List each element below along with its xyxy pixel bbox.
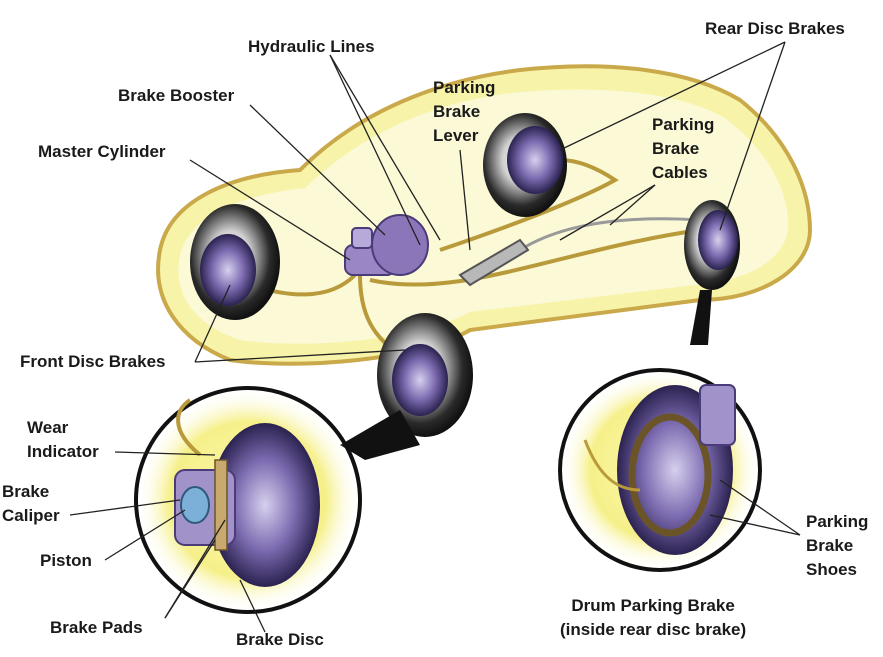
label-brake-disc: Brake Disc bbox=[236, 630, 324, 649]
rear-detail-connector bbox=[690, 290, 712, 345]
label-piston: Piston bbox=[40, 551, 92, 570]
parking-brake-lever bbox=[458, 238, 530, 287]
detail-brake-pad bbox=[214, 459, 228, 551]
label-parking-brake-shoes: Parking Brake Shoes bbox=[806, 512, 869, 579]
hydraulic-line-rear-upper bbox=[439, 158, 619, 252]
label-brake-booster: Brake Booster bbox=[118, 86, 235, 105]
detail-wear-indicator-wire bbox=[176, 398, 202, 457]
front-right-disc bbox=[392, 344, 448, 416]
reservoir bbox=[351, 227, 373, 249]
drum-caliper bbox=[699, 384, 736, 446]
label-hydraulic-lines: Hydraulic Lines bbox=[248, 37, 375, 56]
label-parking-brake-lever: Parking Brake Lever bbox=[433, 78, 496, 145]
car-body-inner bbox=[178, 89, 789, 344]
label-parking-brake-cables: Parking Brake Cables bbox=[652, 115, 715, 182]
leader-lines bbox=[69, 41, 801, 633]
label-wear-indicator: Wear Indicator bbox=[27, 418, 99, 461]
rear-right-disc bbox=[698, 210, 738, 270]
label-master-cylinder: Master Cylinder bbox=[38, 142, 166, 161]
front-left-disc bbox=[200, 234, 256, 306]
drum-cable bbox=[583, 439, 641, 492]
drum-shoes bbox=[628, 413, 712, 537]
rear-left-disc bbox=[507, 126, 563, 194]
parking-cable bbox=[519, 217, 701, 252]
label-rear-disc-brakes: Rear Disc Brakes bbox=[705, 19, 845, 38]
label-drum-parking-brake: Drum Parking Brake (inside rear disc bra… bbox=[560, 596, 747, 639]
label-front-disc-brakes: Front Disc Brakes bbox=[20, 352, 166, 371]
front-detail-connector bbox=[340, 410, 420, 460]
detail-brake-disc bbox=[210, 423, 320, 587]
label-brake-pads: Brake Pads bbox=[50, 618, 143, 637]
hydraulic-line-rear bbox=[369, 228, 701, 287]
label-brake-caliper: Brake Caliper bbox=[2, 482, 60, 525]
detail-piston bbox=[180, 486, 210, 524]
